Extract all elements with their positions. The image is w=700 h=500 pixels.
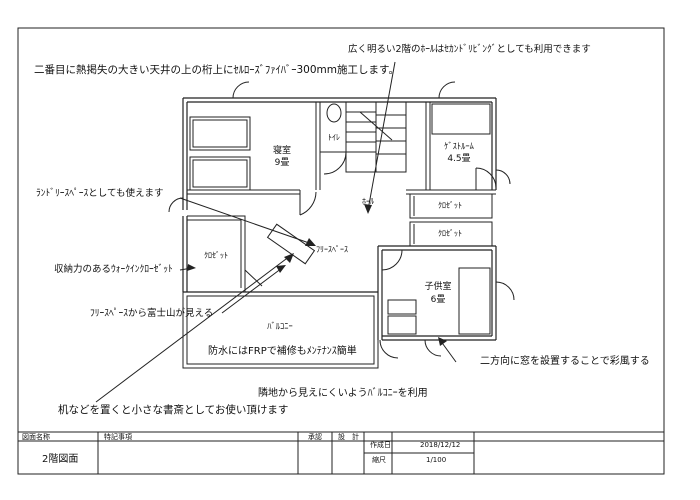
- free-space-desk: [266, 223, 316, 265]
- title-special-notes-label: 特記事項: [104, 433, 132, 441]
- room-hall: ﾎｰﾙ: [362, 197, 374, 206]
- note-study-corner: 机などを置くと小さな書斎としてお使い頂けます: [58, 404, 289, 416]
- room-bedroom-size: 9畳: [274, 158, 290, 168]
- note-hall-second-living: 広く明るい2階のﾎｰﾙはｾｶﾝﾄﾞﾘﾋﾞﾝｸﾞとしても利用できます: [348, 44, 591, 55]
- note-balcony-privacy: 隣地から見えにくいようﾊﾞﾙｺﾆｰを利用: [258, 388, 428, 399]
- note-mt-fuji-view: ﾌﾘｰｽﾍﾟｰｽから富士山が見える: [90, 308, 214, 319]
- title-block-grid: [18, 431, 664, 474]
- guest-room-walls: [406, 102, 497, 195]
- room-walkin-closet: ｸﾛｾﾞｯﾄ: [204, 251, 228, 260]
- stairs: [345, 101, 407, 173]
- leader-arrowheads: [187, 204, 447, 346]
- note-ceiling-insulation: 二番目に熱掲失の大きい天井の上の桁上にｾﾙﾛｰｽﾞﾌｧｲﾊﾞｰ300mm施工しま…: [34, 64, 399, 76]
- room-guest-room-size: 4.5畳: [447, 154, 471, 164]
- balcony-outline: [182, 291, 379, 369]
- note-walkin-closet: 収納力のあるｳｫｰｸｲﾝｸﾛｰｾﾞｯﾄ: [54, 264, 173, 275]
- room-balcony-note: 防水にはFRPで補修もﾒﾝﾃﾅﾝｽ簡単: [208, 346, 357, 357]
- room-guest-room-name: ｹﾞｽﾄﾙｰﾑ: [444, 142, 474, 152]
- title-drawing-name: 2階図面: [42, 454, 79, 465]
- room-toilet: ﾄｲﾚ: [328, 133, 340, 142]
- sheet-border: [17, 27, 665, 475]
- note-two-direction-windows: 二方向に窓を設置することで彩風する: [480, 356, 650, 367]
- window-swings: [168, 81, 515, 359]
- room-closet-upper: ｸﾛｾﾞｯﾄ: [438, 201, 462, 210]
- closets: [409, 193, 493, 247]
- child-room-door: [381, 249, 403, 271]
- title-design-label: 設 計: [338, 433, 359, 441]
- note-laundry-space: ﾗﾝﾄﾞﾘｰｽﾍﾟｰｽとしても使えます: [36, 188, 164, 199]
- title-approval-label: 承認: [308, 433, 322, 441]
- title-created-date-label: 作成日: [370, 441, 391, 449]
- title-drawing-name-label: 図面名称: [22, 433, 50, 441]
- title-created-date: 2018/12/12: [420, 441, 461, 449]
- bedroom-door: [299, 190, 317, 216]
- room-child-room-size: 6畳: [430, 295, 446, 305]
- room-closet-lower: ｸﾛｾﾞｯﾄ: [438, 229, 462, 238]
- walkin-closet-walls: [187, 215, 263, 292]
- room-free-space: ﾌﾘｰｽﾍﾟｰｽ: [316, 245, 348, 254]
- room-balcony: ﾊﾞﾙｺﾆｰ: [267, 322, 293, 332]
- title-scale: 1/100: [426, 456, 447, 464]
- beds: [189, 116, 251, 191]
- room-child-room-name: 子供室: [424, 282, 452, 292]
- title-scale-label: 縮尺: [372, 456, 386, 464]
- child-room-furniture: [387, 267, 491, 335]
- room-bedroom-name: 寝室: [272, 146, 291, 156]
